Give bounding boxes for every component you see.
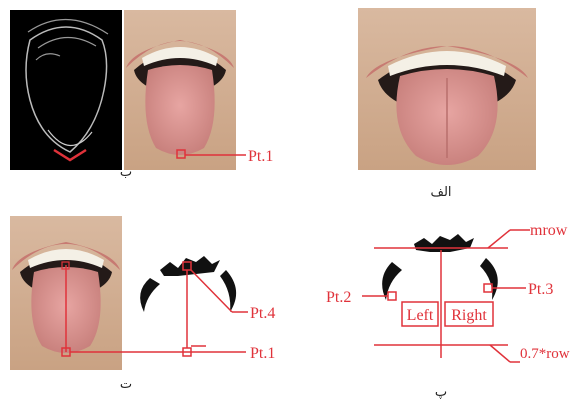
pt1-label-be: Pt.1 <box>248 148 273 165</box>
panel-te: Pt.4 Pt.1 ت <box>10 216 275 392</box>
pt4-label: Pt.4 <box>250 305 275 322</box>
row-leader <box>490 345 510 362</box>
panel-label-pe: پ <box>435 385 447 400</box>
tongue-photo-alef <box>358 8 536 170</box>
panel-be: Pt.1 ب <box>10 10 273 180</box>
pt1-label-te: Pt.1 <box>250 345 275 362</box>
pt3-label: Pt.3 <box>528 281 553 298</box>
pt3-marker <box>484 284 492 292</box>
pt2-label: Pt.2 <box>326 289 351 306</box>
left-label: Left <box>407 307 434 324</box>
pt2-marker <box>388 292 396 300</box>
mrow-leader <box>488 230 510 248</box>
right-label: Right <box>451 307 487 324</box>
panel-alef: الف <box>358 8 536 200</box>
edge-map <box>10 10 122 170</box>
teeth-silhouette-pe <box>382 234 498 300</box>
mrow-label: mrow <box>530 222 568 239</box>
teeth-silhouette-te <box>140 256 236 312</box>
panel-pe: mrow Pt.2 Pt.3 Left Right 0.7*row پ <box>326 222 570 400</box>
tongue-photo-be <box>124 10 236 170</box>
panel-label-te: ت <box>120 377 132 392</box>
panel-label-alef: الف <box>430 185 451 200</box>
panel-label-be: ب <box>120 165 132 180</box>
row-label: 0.7*row <box>520 346 570 362</box>
